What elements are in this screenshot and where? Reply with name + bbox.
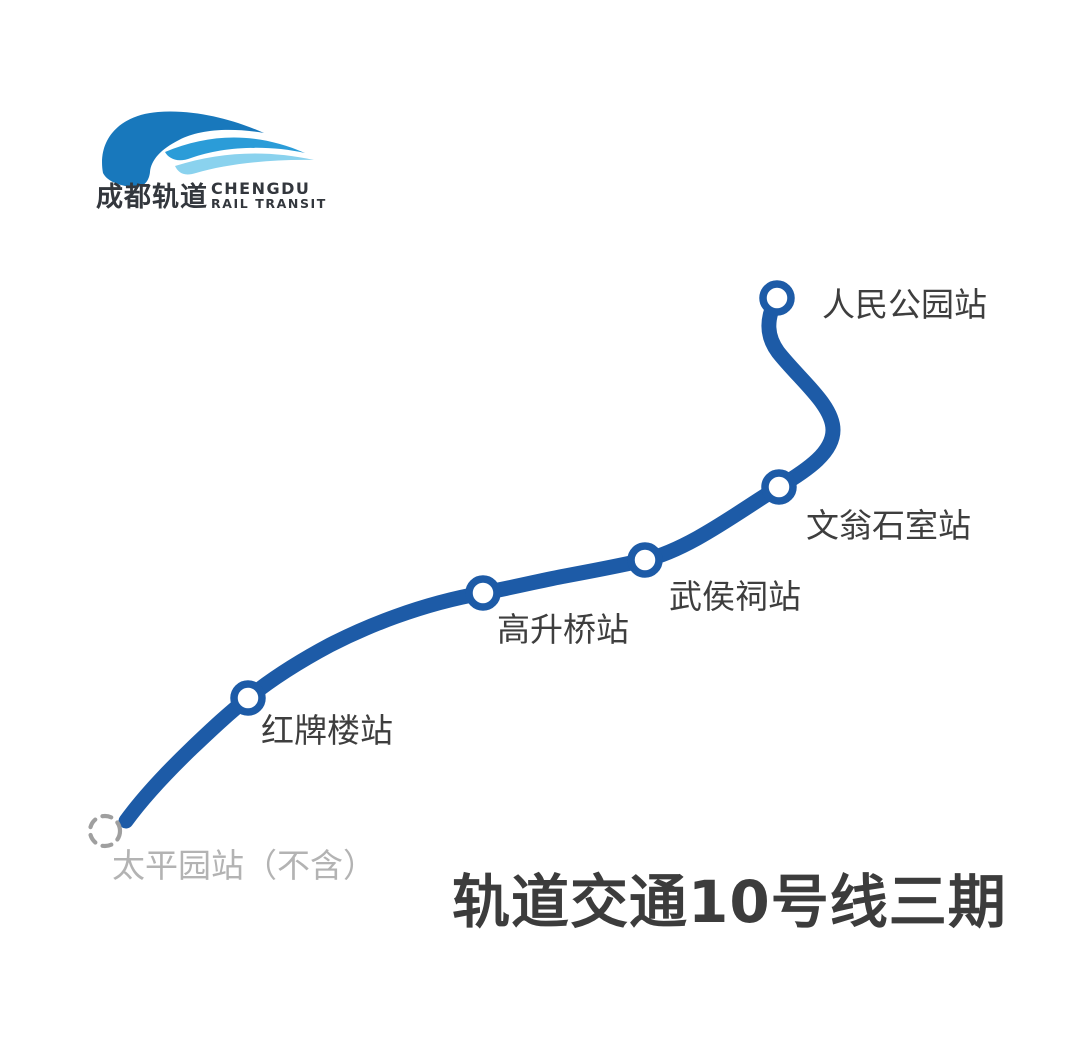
station-marker-wenwengshishi xyxy=(761,469,797,505)
brand-name-english-sub: RAIL TRANSIT xyxy=(211,196,327,211)
station-label-hongpailou: 红牌楼站 xyxy=(261,711,393,750)
station-marker-hongpailou xyxy=(230,680,266,716)
brand-name-english: CHENGDU xyxy=(211,179,310,198)
line10-route-path xyxy=(118,290,841,829)
station-label-taipingyuan-excluded: 太平园站（不含） xyxy=(112,846,376,885)
station-marker-gaoshengqiao xyxy=(465,575,501,611)
station-label-wuhouci: 武侯祠站 xyxy=(669,577,801,616)
wave-swoosh-icon xyxy=(102,111,314,188)
line-title: 轨道交通10号线三期 xyxy=(452,868,1007,936)
station-marker-wuhouci xyxy=(627,542,663,578)
station-marker-renmingongyuan xyxy=(759,280,795,316)
station-label-gaoshengqiao: 高升桥站 xyxy=(497,610,629,649)
brand-name-chinese: 成都轨道 xyxy=(96,181,208,213)
chengdu-rail-transit-logo: 成都轨道 CHENGDU RAIL TRANSIT xyxy=(96,111,327,213)
excluded-station-marker-taipingyuan xyxy=(87,813,123,849)
station-label-wenwengshishi: 文翁石室站 xyxy=(806,506,971,545)
station-label-renmingongyuan: 人民公园站 xyxy=(822,285,987,324)
